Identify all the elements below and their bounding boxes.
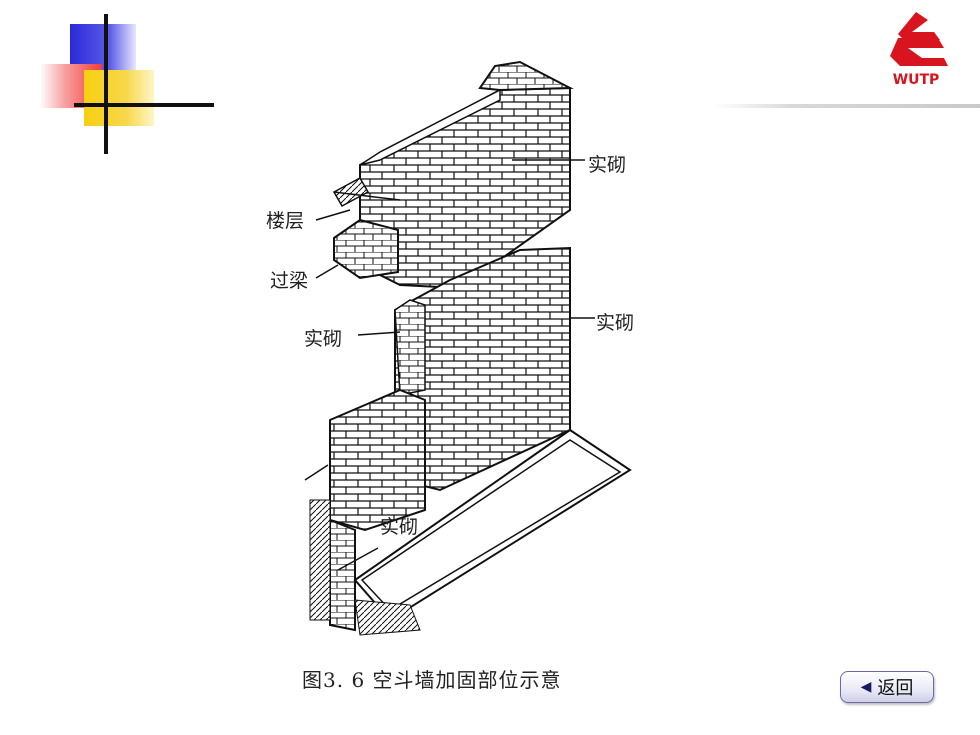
upper-wall [359, 60, 574, 290]
label-solid-mid-right: 实砌 [596, 312, 635, 334]
label-solid-mid-left: 实砌 [304, 328, 343, 350]
left-triangle-icon: ◀ [860, 679, 872, 695]
lintel [333, 218, 399, 280]
logo-text: WUTP [893, 72, 940, 88]
deco-yellow-square [84, 70, 154, 126]
label-lintel: 过梁 [270, 270, 309, 292]
floor-slab [332, 176, 401, 208]
leader-lines [304, 159, 595, 571]
back-button[interactable]: ◀ 返回 [840, 671, 934, 703]
lower-wall [329, 388, 426, 632]
back-button-label: 返回 [877, 678, 914, 699]
foundation [309, 428, 632, 636]
label-solid-top-right: 实砌 [588, 154, 627, 176]
wutp-logo-icon: WUTP [890, 12, 948, 88]
deco-vertical-line [104, 14, 108, 154]
label-floor: 楼层 [266, 210, 305, 232]
wall-diagram [304, 60, 632, 636]
header-rule [714, 104, 980, 108]
deco-horizontal-line [74, 103, 214, 107]
label-solid-bottom: 实砌 [380, 516, 419, 538]
figure-caption: 图3. 6 空斗墙加固部位示意 [302, 668, 562, 692]
